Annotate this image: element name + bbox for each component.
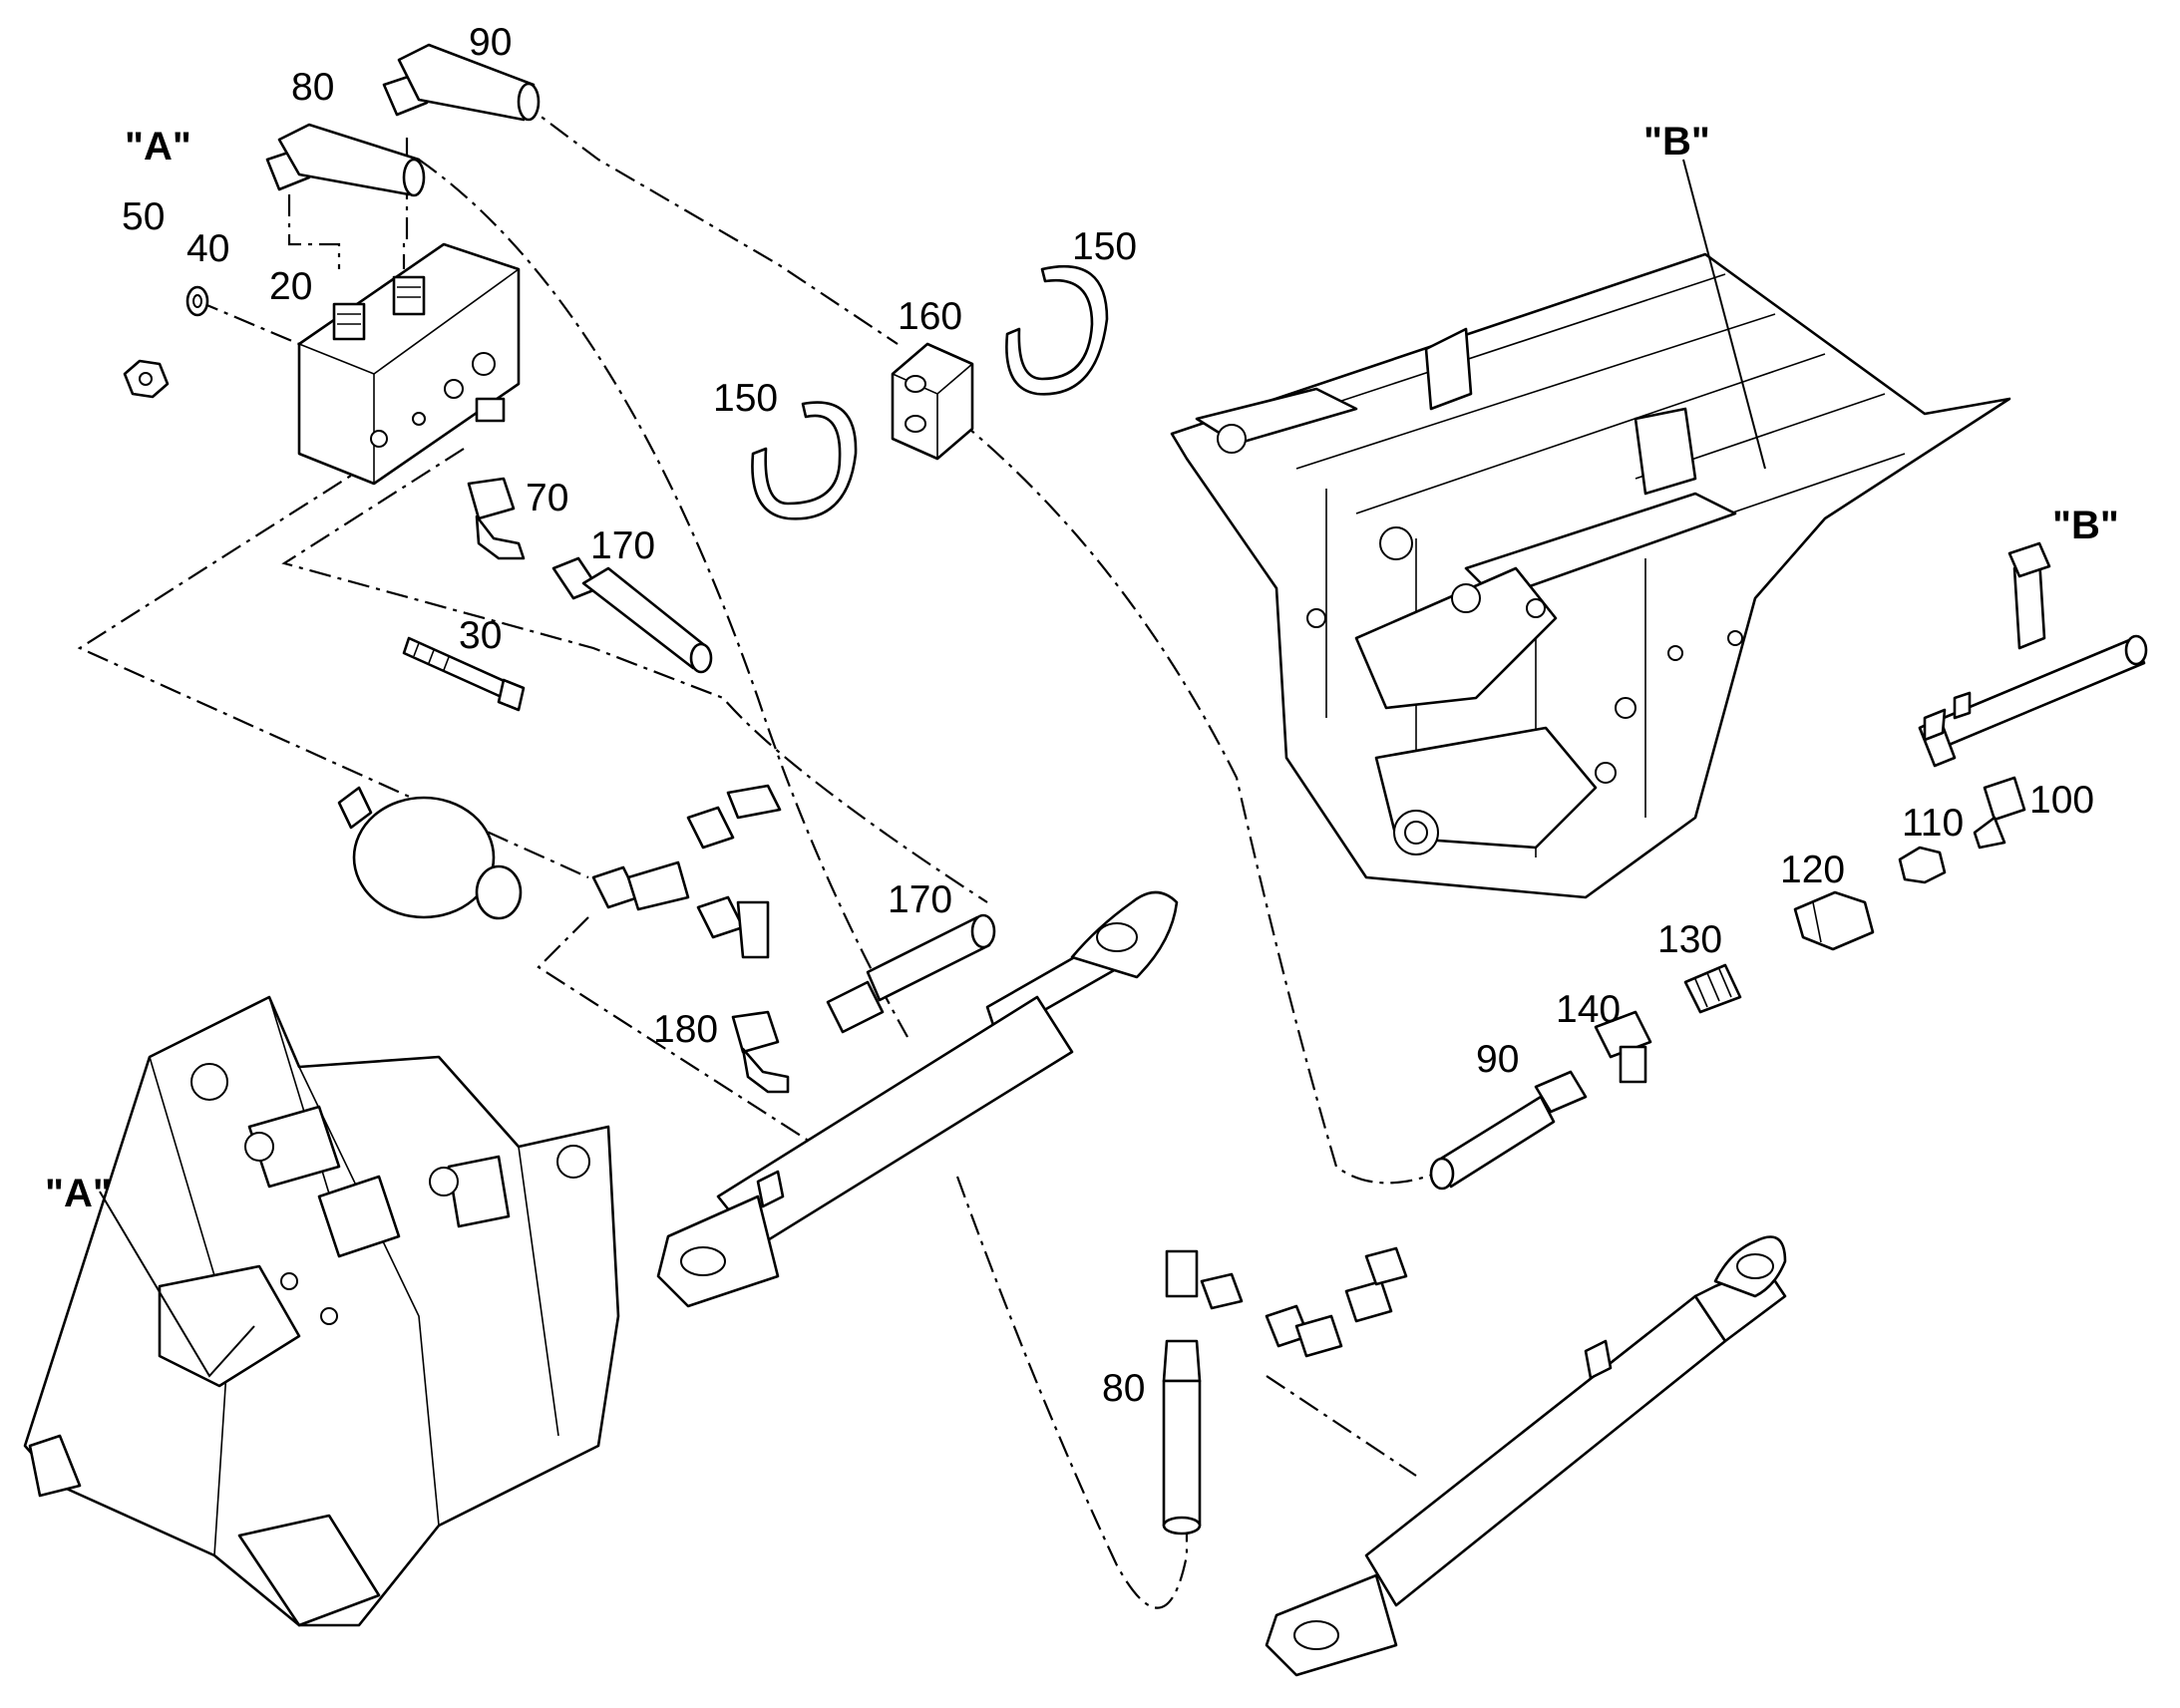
callout-80-bottom: 80 [1102,1367,1145,1410]
tee-fittings-left [591,784,782,959]
valve-block [297,242,521,486]
nut-50 [123,359,170,399]
callout-50: 50 [122,195,165,238]
callout-80-top: 80 [291,66,334,109]
callout-170-mid: 170 [888,878,952,921]
view-label-b-manifold: "B" [2052,504,2119,547]
elbow-fitting-100 [1973,776,2026,850]
callout-150-left: 150 [713,377,778,420]
accumulator [337,786,523,920]
frame-a [23,995,620,1627]
callout-130: 130 [1657,918,1722,961]
block-160 [891,342,974,461]
callout-110: 110 [1902,802,1964,845]
callout-180: 180 [653,1008,718,1051]
clamp-150-right [1005,264,1109,396]
callout-140: 140 [1556,988,1621,1031]
washer-40 [185,285,209,317]
callout-100: 100 [2029,779,2094,822]
manifold-b [1918,541,2148,768]
fitting-130 [1683,963,1742,1014]
callout-70: 70 [526,477,568,519]
clamp-150-left [751,401,858,520]
frame-b [1170,252,2011,899]
bolt-30 [402,636,526,712]
frame-a-leader [99,1191,255,1378]
callout-30: 30 [459,614,502,657]
view-label-a-top: "A" [125,125,191,169]
callout-40: 40 [186,227,229,270]
hose-170-mid [826,913,996,1034]
view-label-b-frame: "B" [1643,120,1710,164]
callout-90-top: 90 [469,21,512,64]
elbow-hose-80-top [265,123,426,197]
elbow-fitting-180 [731,1010,790,1094]
hydraulic-cylinder-lower [1265,1235,1787,1677]
hose-170-top [551,556,713,674]
tee-fitting-140 [1594,1010,1652,1084]
callout-150-right: 150 [1072,225,1137,268]
callout-170-top: 170 [590,524,655,567]
fitting-110 [1898,846,1947,884]
hose-90-bottom [1429,1070,1588,1191]
callout-20: 20 [269,265,312,308]
hose-80-bottom [1162,1339,1202,1536]
callout-160: 160 [898,295,962,338]
hydraulic-cylinder-upper [656,890,1179,1308]
tee-fittings-lower [1165,1246,1408,1358]
callout-120: 120 [1780,849,1845,891]
view-label-a-frame: "A" [45,1172,112,1215]
union-120 [1793,890,1875,951]
elbow-fitting-70 [467,477,526,560]
elbow-hose-90-top [382,43,541,122]
frame-b-leader [1682,159,1766,470]
callout-90-bottom: 90 [1476,1038,1519,1081]
